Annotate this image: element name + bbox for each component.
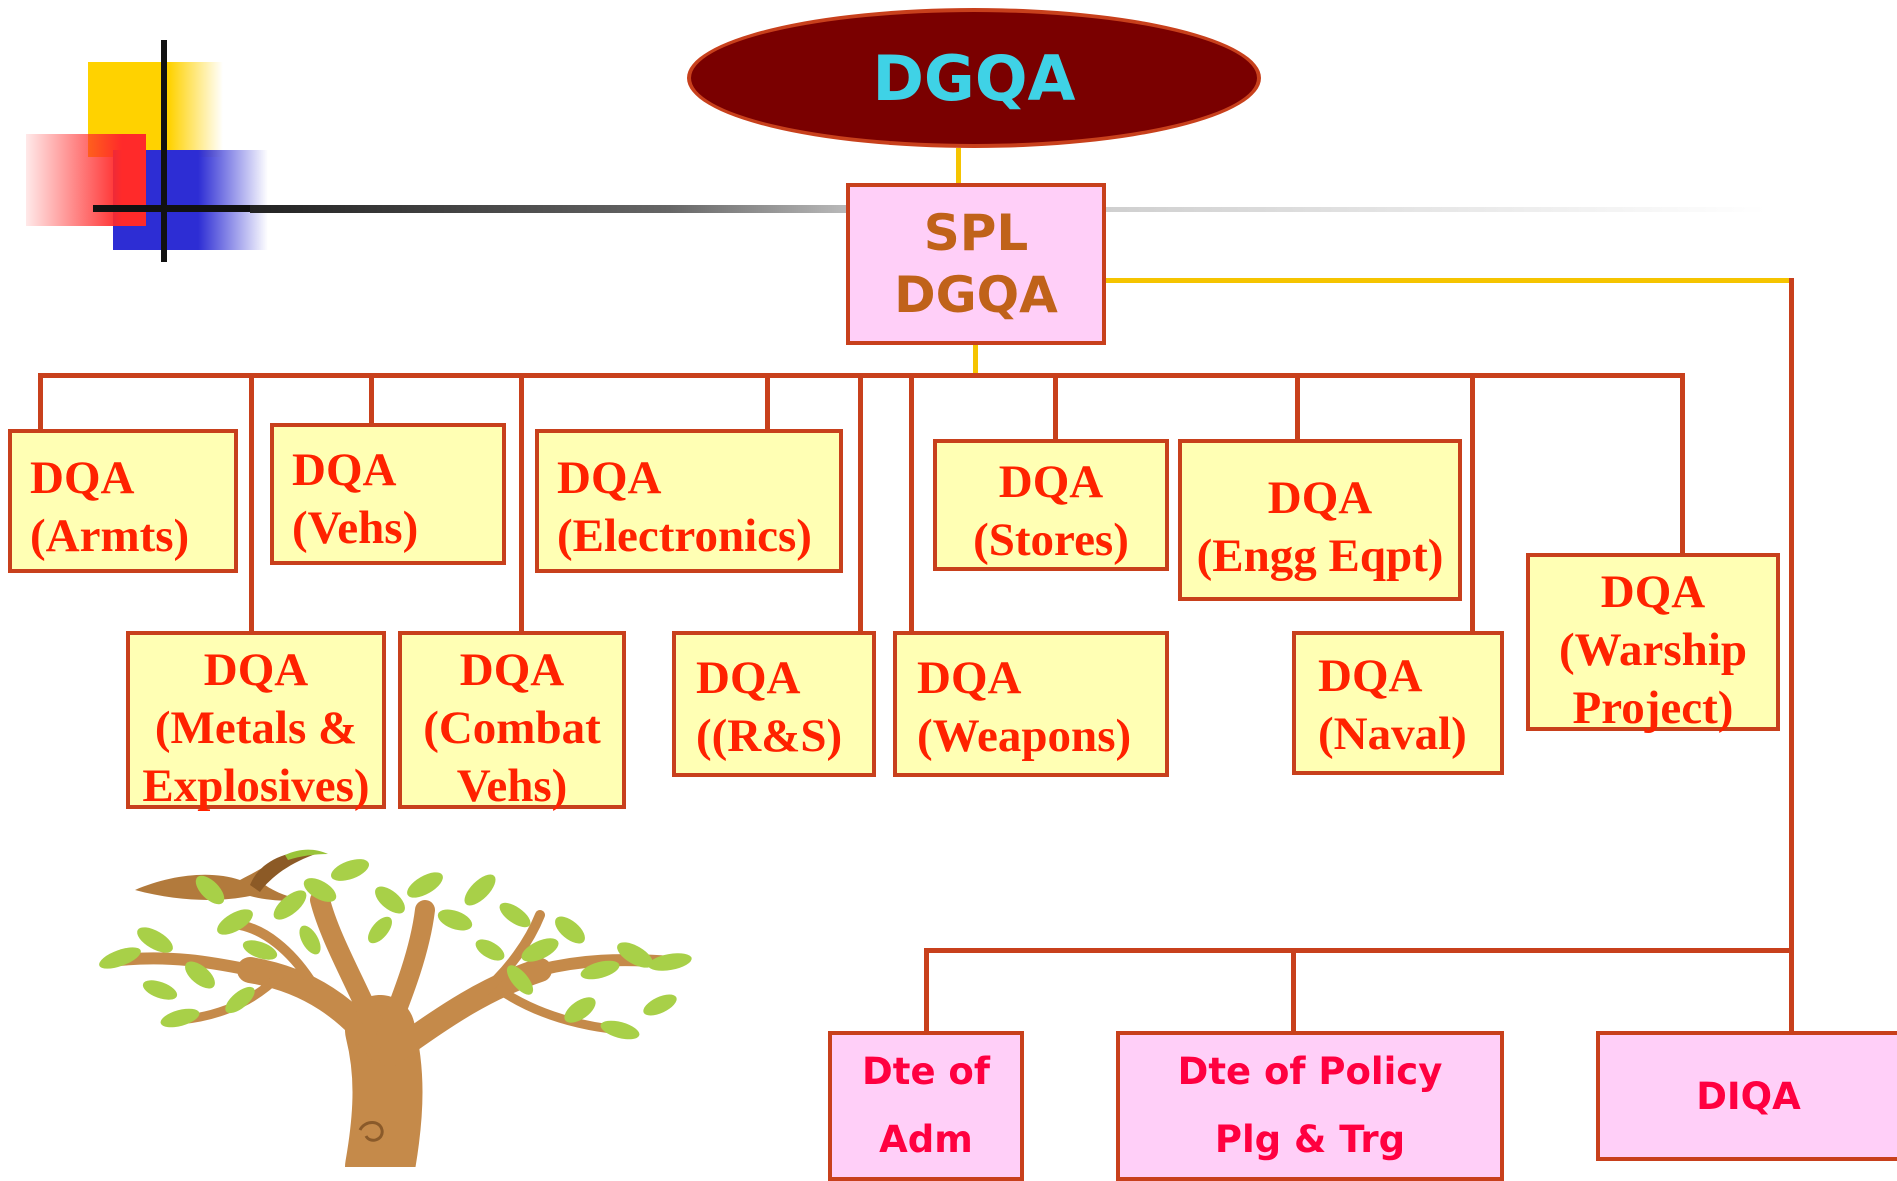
- node-dqa-naval: DQA (Naval): [1292, 631, 1504, 775]
- node-dqa-electronics: DQA (Electronics): [535, 429, 843, 573]
- connector-spl-bus: [973, 345, 978, 375]
- connector-dte-bus: [924, 948, 1794, 953]
- header-rule-right: [1106, 207, 1766, 212]
- tree-with-bird-illustration: [99, 849, 692, 1167]
- color-squares-logo: [0, 0, 300, 270]
- node-dqa-engg-eqpt: DQA (Engg Eqpt): [1178, 439, 1462, 601]
- node-dgqa-label: DGQA: [872, 41, 1076, 115]
- node-dte-adm: Dte of Adm: [828, 1031, 1024, 1181]
- connector-spl-right: [1106, 278, 1794, 283]
- node-dgqa: DGQA: [687, 8, 1261, 148]
- node-dqa-metals-explosives: DQA (Metals & Explosives): [126, 631, 386, 812]
- connector-root-spl: [956, 148, 961, 183]
- node-dqa-weapons: DQA (Weapons): [893, 631, 1169, 777]
- node-dqa-combat-vehs: DQA (Combat Vehs): [398, 631, 626, 812]
- node-dqa-stores: DQA (Stores): [933, 439, 1169, 571]
- header-rule: [250, 205, 850, 213]
- bird-icon: [135, 849, 328, 901]
- node-spl-dgqa: SPL DGQA: [846, 183, 1106, 345]
- node-dqa-r-and-s: DQA ((R&S): [672, 631, 876, 777]
- node-dqa-warship-project: DQA (Warship Project): [1526, 553, 1780, 734]
- node-dqa-vehs: DQA (Vehs): [270, 423, 506, 565]
- connector-right-vertical: [1789, 278, 1794, 1031]
- node-dqa-armts: DQA (Armts): [8, 429, 238, 573]
- node-dte-policy-plg-trg: Dte of Policy Plg & Trg: [1116, 1031, 1504, 1181]
- node-diqa: DIQA: [1596, 1031, 1897, 1161]
